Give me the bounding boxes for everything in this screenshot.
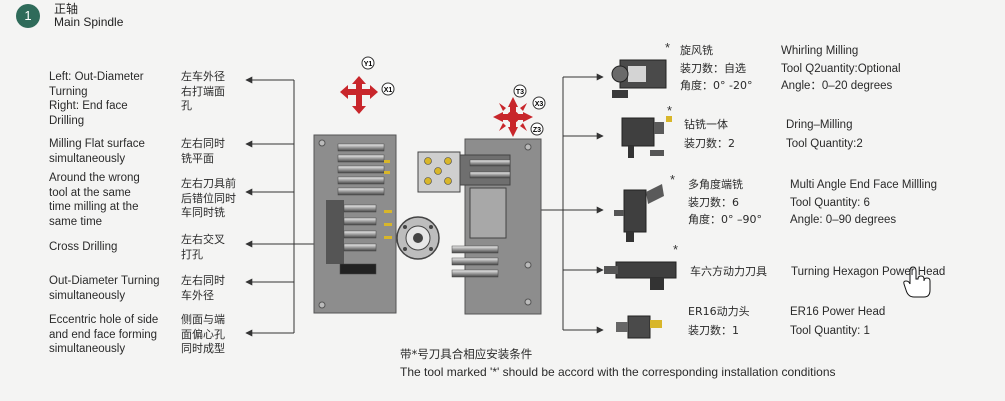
tool-5-zh: ER16动力头装刀数：1 [688, 305, 750, 337]
svg-text:X3: X3 [535, 101, 544, 108]
whirling-milling-tool-icon [611, 59, 667, 98]
svg-text:Z3: Z3 [533, 127, 541, 134]
right-axis-arrows [493, 97, 533, 137]
tool-1-zh: 旋风铣装刀数：自选角度：0° -20° [680, 44, 753, 92]
tool-1-star: * [665, 40, 671, 55]
section-title-zh: 正轴 [54, 2, 79, 16]
er16-power-head-icon [616, 315, 662, 339]
svg-text:T3: T3 [516, 89, 524, 96]
x3-axis-icon: X3 [532, 96, 546, 110]
y1-axis-icon: Y1 [361, 56, 375, 70]
svg-text:Y1: Y1 [364, 61, 373, 68]
tool-2-zh: 钻铣一体装刀数：2 [684, 118, 735, 150]
turning-hexagon-power-head-icon [604, 261, 677, 290]
x1-axis-icon: X1 [381, 82, 395, 96]
footnote-zh: 带*号刀具合相应安装条件 [400, 347, 533, 361]
right-tool-plate [417, 138, 542, 315]
multi-angle-end-face-milling-icon [614, 184, 664, 242]
drilling-milling-tool-icon [621, 116, 672, 158]
left-op-4-en: Cross Drilling [49, 241, 118, 253]
right-connector-lines [541, 73, 604, 334]
tool-2-star: * [667, 103, 673, 118]
left-axis-arrows [340, 76, 378, 114]
section-title-en: Main Spindle [54, 15, 124, 29]
z3-axis-icon: Z3 [530, 122, 544, 136]
left-op-3-zh: 左右刀具前后错位同时车同时铣 [181, 177, 236, 219]
tool-4-zh: 车六方动力刀具 [690, 265, 767, 278]
footnote-en: The tool marked '*' should be accord wit… [400, 365, 836, 379]
svg-text:X1: X1 [384, 87, 393, 94]
tool-3-star: * [670, 172, 676, 187]
left-op-5-zh: 左右同时车外径 [181, 274, 225, 302]
hand-cursor-icon [903, 266, 931, 298]
left-op-6-zh: 侧面与端面偏心孔同时成型 [181, 313, 225, 355]
left-op-1-zh: 左车外径右打端面孔 [181, 70, 225, 112]
main-spindle [396, 216, 440, 260]
tool-4-star: * [673, 242, 679, 257]
left-connector-lines [245, 76, 314, 337]
section-number-badge: 1 [16, 4, 40, 28]
tool-4-en: Turning Hexagon Power Head [791, 266, 946, 278]
left-op-4-zh: 左右交叉打孔 [181, 233, 225, 261]
left-op-2-zh: 左右同时铣平面 [181, 137, 225, 165]
left-tool-plate [313, 134, 397, 314]
t3-axis-icon: T3 [513, 84, 527, 98]
